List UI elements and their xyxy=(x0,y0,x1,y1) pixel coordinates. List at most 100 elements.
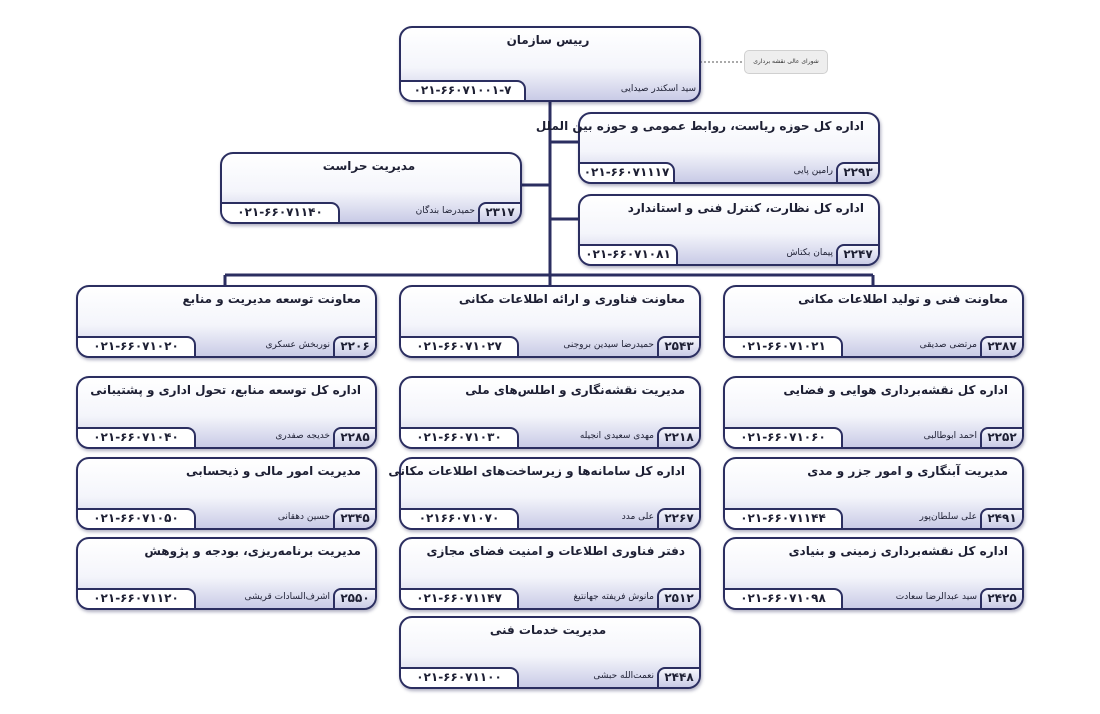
card-title: معاونت توسعه مدیریت و منابع xyxy=(182,292,361,306)
person-name: علی سلطان‌پور xyxy=(919,512,977,522)
org-card-c1[interactable]: اداره کل حوزه ریاست، روابط عمومی و حوزه … xyxy=(535,112,880,184)
card-info-bar: ۲۲۰۶ نوربخش عسکری ۰۲۱-۶۶۰۷۱۰۲۰ xyxy=(78,336,375,356)
phone-number: ۰۲۱-۶۶۰۷۱۰۵۰ xyxy=(78,508,196,528)
person-name: اشرف‌السادات قریشی xyxy=(244,592,331,602)
org-card-r2[interactable]: اداره کل نقشه‌برداری هوایی و فضایی ۲۲۵۲ … xyxy=(723,376,1024,449)
person-name: سید عبدالرضا سعادت xyxy=(895,592,977,602)
card-info-bar: ۲۲۱۸ مهدی سعیدی انجیله ۰۲۱-۶۶۰۷۱۰۳۰ xyxy=(401,427,699,447)
card-title: اداره کل نظارت، کنترل فنی و استاندارد xyxy=(627,201,864,215)
org-card-m1[interactable]: معاونت فناوری و ارائه اطلاعات مکانی ۲۵۴۳… xyxy=(399,285,701,358)
card-info-bar: ۲۵۵۰ اشرف‌السادات قریشی ۰۲۱-۶۶۰۷۱۱۲۰ xyxy=(78,588,375,608)
card-title: مدیریت نقشه‌نگاری و اطلس‌های ملی xyxy=(465,383,685,397)
org-card-l2[interactable]: اداره کل توسعه منابع، تحول اداری و پشتیب… xyxy=(76,376,377,449)
card-info-bar: ۲۴۹۱ علی سلطان‌پور ۰۲۱-۶۶۰۷۱۱۴۴ xyxy=(725,508,1022,528)
extension-number: ۲۴۹۱ xyxy=(980,508,1022,528)
extension-number: ۲۵۴۳ xyxy=(657,336,699,356)
org-card-m3[interactable]: اداره کل سامانه‌ها و زیرساخت‌های اطلاعات… xyxy=(388,457,701,530)
card-title: مدیریت حراست xyxy=(322,159,416,173)
org-card-c3[interactable]: اداره کل نظارت، کنترل فنی و استاندارد ۲۲… xyxy=(578,194,880,266)
person-name: پیمان بکتاش xyxy=(786,248,833,258)
phone-number: ۰۲۱-۶۶۰۷۱۰۲۷ xyxy=(401,336,519,356)
card-title: اداره کل سامانه‌ها و زیرساخت‌های اطلاعات… xyxy=(388,464,685,478)
person-name: مانوش فریفته جهانتیغ xyxy=(573,592,654,602)
person-name: نعمت‌الله حبشی xyxy=(593,671,654,681)
card-title: مدیریت برنامه‌ریزی، بودجه و پژوهش xyxy=(144,544,361,558)
card-info-bar: ۲۵۱۲ مانوش فریفته جهانتیغ ۰۲۱-۶۶۰۷۱۱۴۷ xyxy=(401,588,699,608)
org-card-m2[interactable]: مدیریت نقشه‌نگاری و اطلس‌های ملی ۲۲۱۸ مه… xyxy=(399,376,701,449)
org-card-m4[interactable]: دفتر فناوری اطلاعات و امنیت فضای مجازی ۲… xyxy=(399,537,701,610)
card-title: رییس سازمان xyxy=(506,33,590,47)
card-title: معاونت فنی و تولید اطلاعات مکانی xyxy=(798,292,1008,306)
card-info-bar: ۲۴۴۸ نعمت‌الله حبشی ۰۲۱-۶۶۰۷۱۱۰۰ xyxy=(401,667,699,687)
card-title: اداره کل حوزه ریاست، روابط عمومی و حوزه … xyxy=(535,119,864,133)
phone-number: ۰۲۱-۶۶۰۷۱۱۲۰ xyxy=(78,588,196,608)
card-title: مدیریت خدمات فنی xyxy=(489,623,607,637)
phone-number: ۰۲۱-۶۶۰۷۱۱۴۴ xyxy=(725,508,843,528)
card-title: معاونت فناوری و ارائه اطلاعات مکانی xyxy=(458,292,685,306)
extension-number: ۲۲۸۵ xyxy=(333,427,375,447)
person-name: حمیدرضا سیدین بروجنی xyxy=(563,340,654,350)
extension-number: ۲۲۰۶ xyxy=(333,336,375,356)
card-info-bar: ۲۲۸۵ خدیجه صفدری ۰۲۱-۶۶۰۷۱۰۴۰ xyxy=(78,427,375,447)
card-title: مدیریت آبنگاری و امور جزر و مدی xyxy=(807,464,1008,478)
person-name: علی مدد xyxy=(621,512,654,522)
card-info-bar: ۲۳۱۷ حمیدرضا بندگان ۰۲۱-۶۶۰۷۱۱۴۰ xyxy=(222,202,520,222)
person-name: نوربخش عسکری xyxy=(265,340,330,350)
org-card-l3[interactable]: مدیریت امور مالی و ذیحسابی ۲۳۴۵ حسین دهق… xyxy=(76,457,377,530)
org-card-l1[interactable]: معاونت توسعه مدیریت و منابع ۲۲۰۶ نوربخش … xyxy=(76,285,377,358)
extension-number: ۲۲۴۷ xyxy=(836,244,878,264)
person-name: رامین پایی xyxy=(793,166,833,176)
phone-number: ۰۲۱-۶۶۰۷۱۱۰۰ xyxy=(401,667,519,687)
card-info-bar: سید اسکندر صیدایی ۰۲۱-۶۶۰۷۱۰۰۱-۷ xyxy=(401,80,699,100)
phone-number: ۰۲۱-۶۶۰۷۱۱۴۷ xyxy=(401,588,519,608)
person-name: حسین دهقانی xyxy=(277,512,330,522)
org-card-r4[interactable]: اداره کل نقشه‌برداری زمینی و بنیادی ۲۴۲۵… xyxy=(723,537,1024,610)
phone-number: ۰۲۱-۶۶۰۷۱۰۳۰ xyxy=(401,427,519,447)
card-title: مدیریت امور مالی و ذیحسابی xyxy=(186,464,361,478)
extension-number: ۲۴۴۸ xyxy=(657,667,699,687)
org-card-m5[interactable]: مدیریت خدمات فنی ۲۴۴۸ نعمت‌الله حبشی ۰۲۱… xyxy=(399,616,701,689)
extension-number: ۲۵۵۰ xyxy=(333,588,375,608)
card-info-bar: ۲۲۵۲ احمد ابوطالبی ۰۲۱-۶۶۰۷۱۰۶۰ xyxy=(725,427,1022,447)
card-title: اداره کل نقشه‌برداری زمینی و بنیادی xyxy=(788,544,1008,558)
phone-number: ۰۲۱-۶۶۰۷۱۰۲۱ xyxy=(725,336,843,356)
extension-number: ۲۳۱۷ xyxy=(478,202,520,222)
council-note: شورای عالی نقشه برداری xyxy=(744,50,828,74)
phone-number: ۰۲۱-۶۶۰۷۱۰۹۸ xyxy=(725,588,843,608)
org-card-c2[interactable]: مدیریت حراست ۲۳۱۷ حمیدرضا بندگان ۰۲۱-۶۶۰… xyxy=(220,152,522,224)
phone-number: ۰۲۱-۶۶۰۷۱۰۰۱-۷ xyxy=(401,80,526,100)
card-info-bar: ۲۲۴۷ پیمان بکتاش ۰۲۱-۶۶۰۷۱۰۸۱ xyxy=(580,244,878,264)
person-name: سید اسکندر صیدایی xyxy=(620,84,696,94)
phone-number: ۰۲۱-۶۶۰۷۱۰۸۱ xyxy=(580,244,678,264)
org-card-r3[interactable]: مدیریت آبنگاری و امور جزر و مدی ۲۴۹۱ علی… xyxy=(723,457,1024,530)
phone-number: ۰۲۱۶۶۰۷۱۰۷۰ xyxy=(401,508,519,528)
card-info-bar: ۲۵۴۳ حمیدرضا سیدین بروجنی ۰۲۱-۶۶۰۷۱۰۲۷ xyxy=(401,336,699,356)
person-name: حمیدرضا بندگان xyxy=(415,206,475,216)
person-name: مهدی سعیدی انجیله xyxy=(579,431,654,441)
org-card-r1[interactable]: معاونت فنی و تولید اطلاعات مکانی ۲۳۸۷ مر… xyxy=(723,285,1024,358)
org-card-l4[interactable]: مدیریت برنامه‌ریزی، بودجه و پژوهش ۲۵۵۰ ا… xyxy=(76,537,377,610)
phone-number: ۰۲۱-۶۶۰۷۱۰۲۰ xyxy=(78,336,196,356)
extension-number: ۲۲۹۳ xyxy=(836,162,878,182)
card-title: دفتر فناوری اطلاعات و امنیت فضای مجازی xyxy=(426,544,685,558)
extension-number: ۲۲۶۷ xyxy=(657,508,699,528)
card-title: اداره کل توسعه منابع، تحول اداری و پشتیب… xyxy=(90,383,361,397)
extension-number: ۲۲۱۸ xyxy=(657,427,699,447)
person-name: احمد ابوطالبی xyxy=(923,431,977,441)
extension-number: ۲۳۸۷ xyxy=(980,336,1022,356)
card-title: اداره کل نقشه‌برداری هوایی و فضایی xyxy=(783,383,1008,397)
extension-number: ۲۵۱۲ xyxy=(657,588,699,608)
card-info-bar: ۲۴۲۵ سید عبدالرضا سعادت ۰۲۱-۶۶۰۷۱۰۹۸ xyxy=(725,588,1022,608)
card-info-bar: ۲۳۸۷ مرتضی صدیقی ۰۲۱-۶۶۰۷۱۰۲۱ xyxy=(725,336,1022,356)
extension-number: ۲۴۲۵ xyxy=(980,588,1022,608)
org-card-head[interactable]: رییس سازمان سید اسکندر صیدایی ۰۲۱-۶۶۰۷۱۰… xyxy=(399,26,701,102)
card-info-bar: ۲۲۹۳ رامین پایی ۰۲۱-۶۶۰۷۱۱۱۷ xyxy=(580,162,878,182)
phone-number: ۰۲۱-۶۶۰۷۱۰۶۰ xyxy=(725,427,843,447)
phone-number: ۰۲۱-۶۶۰۷۱۱۴۰ xyxy=(222,202,340,222)
person-name: خدیجه صفدری xyxy=(275,431,330,441)
card-info-bar: ۲۲۶۷ علی مدد ۰۲۱۶۶۰۷۱۰۷۰ xyxy=(401,508,699,528)
person-name: مرتضی صدیقی xyxy=(919,340,977,350)
extension-number: ۲۲۵۲ xyxy=(980,427,1022,447)
phone-number: ۰۲۱-۶۶۰۷۱۱۱۷ xyxy=(580,162,675,182)
